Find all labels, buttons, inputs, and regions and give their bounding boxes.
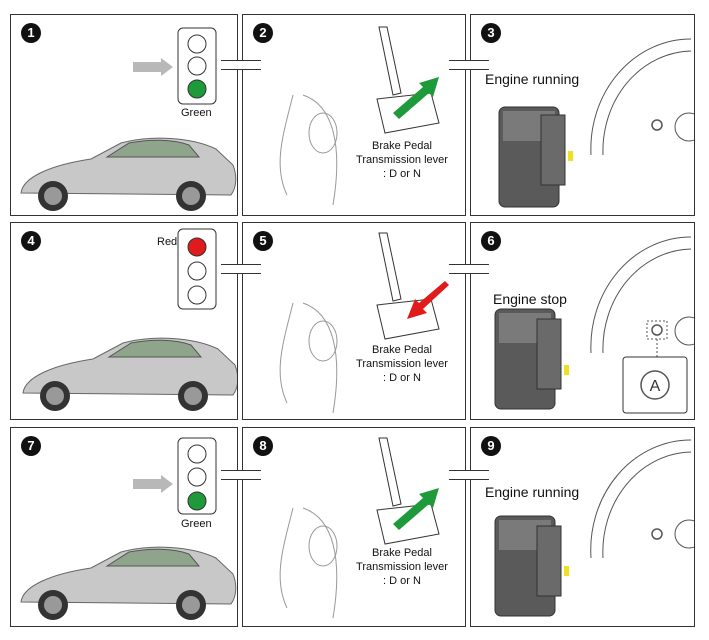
connector-4-5 (221, 264, 261, 274)
light-green-lit (187, 491, 207, 511)
engine-status-label: Engine running (485, 71, 580, 87)
pedal-label-2: Brake Pedal Transmission lever : D or N (347, 343, 457, 385)
engine-status-label: Engine running (485, 484, 580, 500)
step-badge-8: 8 (253, 436, 273, 456)
panel-1: 1 Green (10, 14, 238, 216)
engine-icon (494, 515, 569, 617)
car-icon (20, 546, 237, 620)
pedal-label-3: Brake Pedal Transmission lever : D or N (347, 546, 457, 588)
step-badge-9: 9 (481, 436, 501, 456)
connector-1-2 (221, 60, 261, 70)
pedal-arm (378, 26, 402, 96)
light-middle (187, 467, 207, 487)
brake-pedal-press-scene (279, 437, 440, 619)
engine-running-scene (494, 439, 694, 617)
gear-text: : D or N (383, 372, 421, 384)
red-arrow-icon (407, 281, 449, 319)
light-green-lit (187, 79, 207, 99)
gray-arrow-icon (133, 475, 173, 493)
pedal-label-1: Brake Pedal Transmission lever : D or N (347, 139, 457, 181)
panel-8: 8 Brake Pedal Transmission lever : D or … (242, 427, 466, 627)
brake-pedal-text: Brake Pedal (372, 547, 432, 559)
connector-2-3 (449, 60, 489, 70)
light-top (187, 34, 207, 54)
step-badge-1: 1 (21, 23, 41, 43)
engine-status-label: Engine stop (493, 291, 567, 307)
svg-text:A: A (650, 378, 661, 395)
gauge-cluster (590, 38, 694, 156)
panel-4: 4 Red (10, 222, 238, 420)
driver-outline (279, 507, 338, 619)
connector-7-8 (221, 470, 261, 480)
car-icon (20, 137, 237, 211)
step-badge-4: 4 (21, 231, 41, 251)
light-bottom (187, 285, 207, 305)
green-arrow-icon (393, 77, 439, 119)
pedal-arm (378, 437, 402, 507)
light-label-green: Green (181, 107, 212, 119)
auto-stop-icon-large (640, 370, 670, 400)
transmission-text: Transmission lever (356, 561, 448, 573)
gauge-cluster (590, 439, 694, 559)
driver-outline (279, 302, 338, 414)
pedal-pad (376, 92, 440, 134)
green-arrow-icon (393, 488, 439, 530)
transmission-text: Transmission lever (356, 154, 448, 166)
gear-text: : D or N (383, 168, 421, 180)
engine-icon (498, 106, 573, 208)
pedal-pad (376, 503, 440, 545)
brake-pedal-text: Brake Pedal (372, 344, 432, 356)
light-red-lit (187, 237, 207, 257)
traffic-light-green-scene (20, 437, 237, 620)
light-middle (187, 56, 207, 76)
step-badge-3: 3 (481, 23, 501, 43)
traffic-light-red-scene (22, 228, 237, 411)
panel-2: 2 Brake Pedal Transmission lever : D or … (242, 14, 466, 216)
brake-pedal-press-scene (279, 26, 440, 206)
traffic-light-green-scene (20, 27, 237, 211)
panel-9: 9 Engine running (470, 427, 695, 627)
light-top (187, 444, 207, 464)
light-label-red: Red (157, 236, 178, 248)
step-badge-6: 6 (481, 231, 501, 251)
engine-running-scene (498, 38, 694, 208)
engine-icon (494, 308, 569, 410)
panel-5: 5 Brake Pedal Transmission lever : D or … (242, 222, 466, 420)
step-badge-2: 2 (253, 23, 273, 43)
step-badge-7: 7 (21, 436, 41, 456)
highlight-box (646, 320, 668, 340)
auto-stop-icon-small (651, 528, 663, 540)
engine-stop-scene: A (494, 236, 694, 414)
pedal-pad (376, 298, 440, 340)
panel-6: 6 A Engine stop (470, 222, 695, 420)
gauge-cluster: A (590, 236, 694, 414)
connector-8-9 (449, 470, 489, 480)
auto-stop-icon-small (651, 324, 663, 336)
gray-arrow-icon (133, 58, 173, 76)
connector-5-6 (449, 264, 489, 274)
panel-7: 7 Green (10, 427, 238, 627)
driver-outline (279, 94, 338, 206)
light-label-green: Green (181, 518, 212, 530)
pedal-arm (378, 232, 402, 302)
gear-text: : D or N (383, 575, 421, 587)
brake-pedal-text: Brake Pedal (372, 140, 432, 152)
brake-pedal-release-scene (279, 232, 449, 414)
transmission-text: Transmission lever (356, 358, 448, 370)
auto-stop-icon-small (651, 119, 663, 131)
step-badge-5: 5 (253, 231, 273, 251)
zoom-callout (622, 356, 688, 414)
light-middle (187, 261, 207, 281)
car-icon (22, 337, 237, 411)
panel-3: 3 Engine running (470, 14, 695, 216)
